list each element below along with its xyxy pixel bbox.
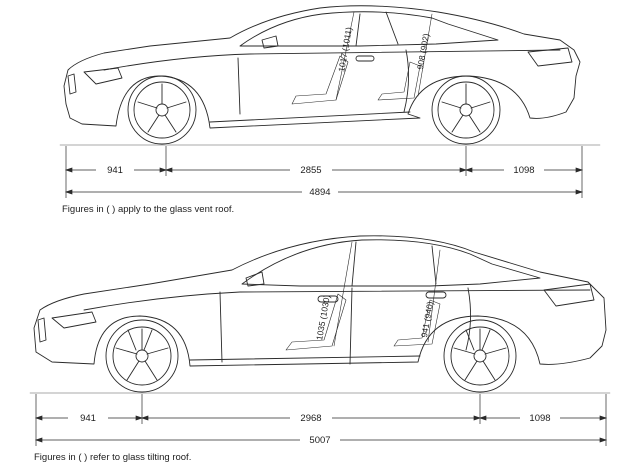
- gran-coupe-caption: Figures in ( ) refer to glass tilting ro…: [34, 452, 191, 463]
- gran-coupe-rear-door-handle: [425, 291, 447, 299]
- gran-coupe-rear-overhang-label: 1098: [529, 413, 550, 424]
- gran-coupe-diagram: [29, 235, 611, 394]
- gran-coupe-kidney-grille: [37, 317, 47, 343]
- gran-coupe-front-door-handle: [317, 295, 339, 303]
- gran-coupe-b-pillar: [351, 241, 357, 287]
- coupe-rear-headroom-line: [417, 13, 433, 97]
- coupe-headlight: [83, 67, 123, 85]
- coupe-front-headroom-line: [335, 11, 355, 101]
- gran-coupe-rear-seat: [393, 299, 441, 347]
- coupe-body-outline: [63, 5, 581, 129]
- coupe-b-pillar: [355, 13, 361, 47]
- coupe-wheelbase-label: 2855: [300, 165, 321, 176]
- coupe-door-line: [237, 49, 409, 115]
- coupe-door-handle: [355, 55, 375, 62]
- gran-coupe-wheelbase-label: 2968: [300, 413, 321, 424]
- coupe-tail-lamp: [527, 47, 573, 67]
- gran-coupe-front-overhang-label: 941: [80, 413, 96, 424]
- coupe-front-headroom-label: 1017 (1011): [336, 26, 354, 72]
- coupe-diagram: [59, 5, 601, 146]
- gran-coupe-front-wheel: [105, 319, 179, 393]
- coupe-front-overhang-label: 941: [107, 165, 123, 176]
- gran-coupe-headlight: [51, 311, 97, 329]
- coupe-front-wheel: [127, 75, 197, 145]
- gran-coupe-rear-door-line: [465, 287, 471, 351]
- coupe-shoulder-line: [103, 49, 561, 71]
- gran-coupe-rear-headroom-line: [427, 249, 441, 343]
- coupe-rear-pillar: [385, 11, 399, 45]
- gran-coupe-rear-wheel: [443, 319, 517, 393]
- gran-coupe-tail-lamp: [543, 283, 595, 307]
- coupe-greenhouse: [239, 11, 499, 47]
- coupe-rear-seat: [377, 61, 421, 101]
- gran-coupe-sill: [189, 355, 421, 361]
- coupe-kidney-grille: [67, 73, 77, 95]
- gran-coupe-front-headroom-label: 1035 (1030): [314, 294, 332, 341]
- gran-coupe-shoulder-line: [83, 289, 591, 311]
- gran-coupe-greenhouse: [241, 239, 541, 287]
- coupe-sill: [209, 111, 411, 123]
- coupe-caption: Figures in ( ) apply to the glass vent r…: [62, 204, 234, 215]
- coupe-dimension-lines: [64, 146, 584, 198]
- gran-coupe-mirror: [245, 271, 265, 287]
- gran-coupe-overall-length-label: 5007: [309, 435, 330, 446]
- coupe-overall-length-label: 4894: [309, 187, 330, 198]
- gran-coupe-center-door-line: [349, 287, 353, 365]
- gran-coupe-front-seat: [285, 293, 347, 351]
- gran-coupe-front-headroom-line: [333, 241, 353, 347]
- gran-coupe-dimension-lines: [34, 394, 608, 446]
- coupe-rear-wheel: [431, 75, 501, 145]
- coupe-mirror: [261, 35, 279, 49]
- gran-coupe-body-outline: [33, 235, 607, 367]
- gran-coupe-c-pillar: [431, 245, 437, 285]
- coupe-rear-overhang-label: 1098: [513, 165, 534, 176]
- gran-coupe-front-door-line: [219, 291, 223, 363]
